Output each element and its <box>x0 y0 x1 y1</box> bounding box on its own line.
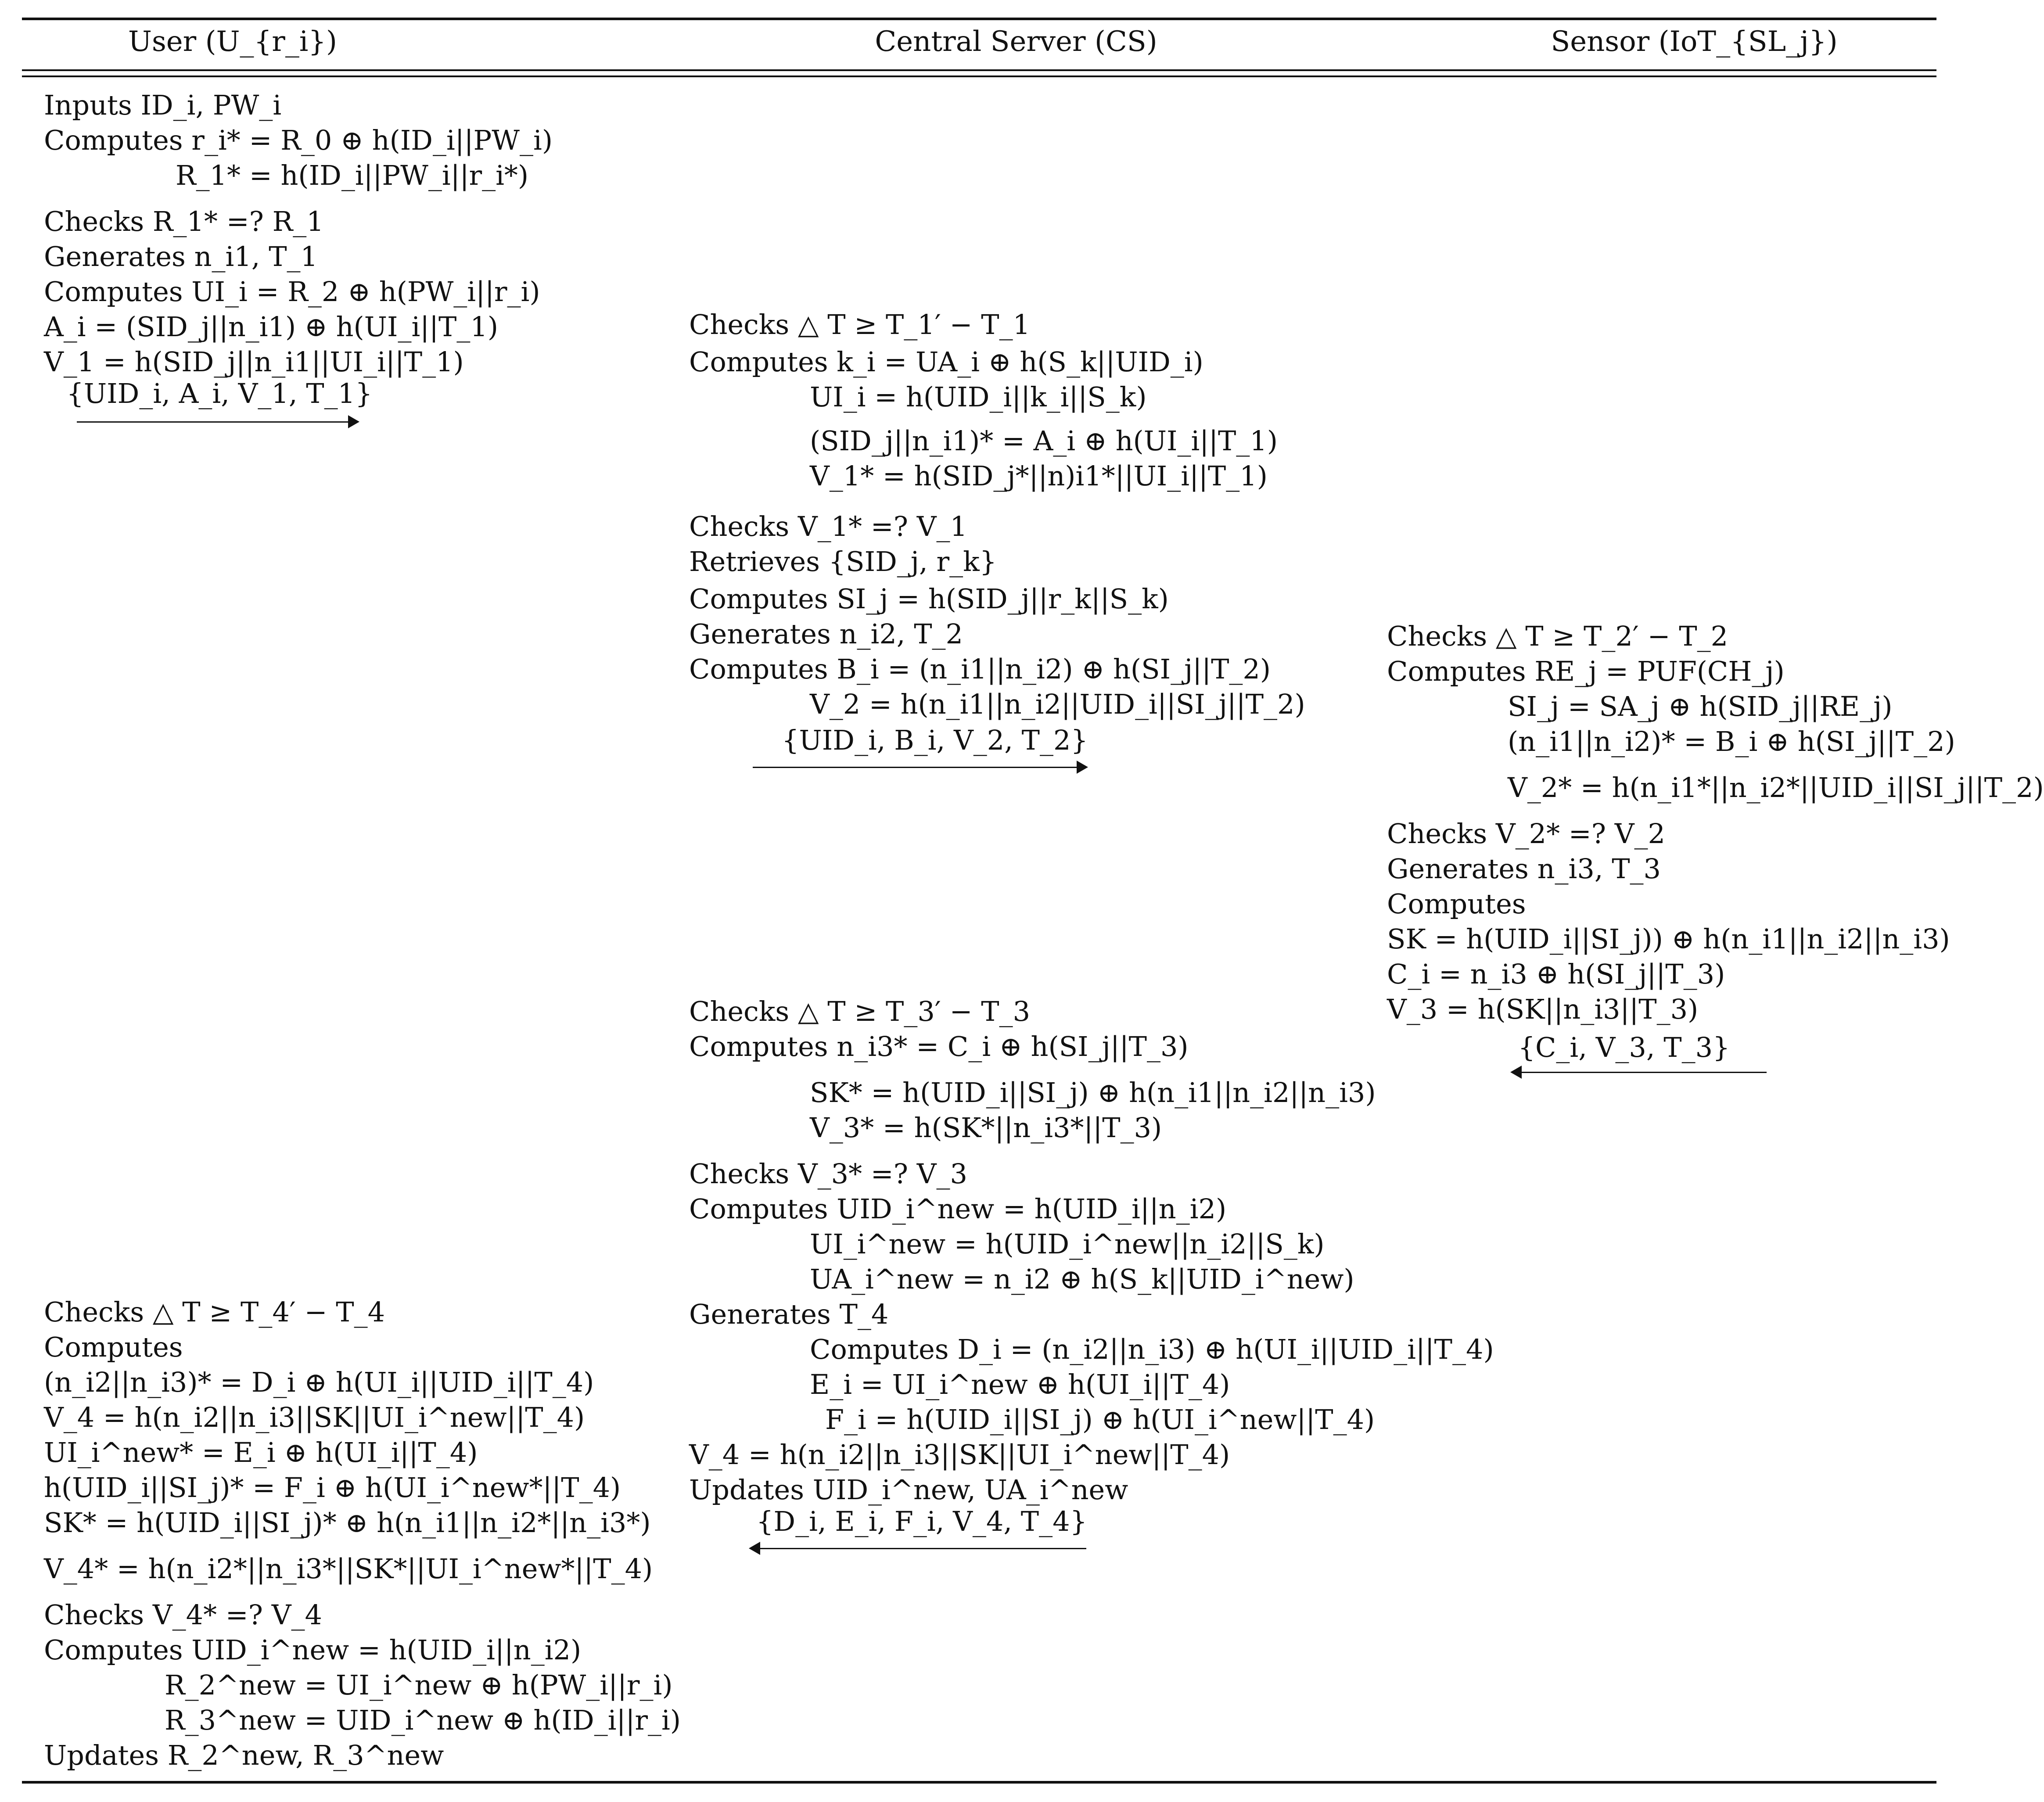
message-1-label: {UID_i, A_i, V_1, T_1} <box>66 377 373 409</box>
user-block2-line: Checks V_4* =? V_4 <box>44 1599 322 1631</box>
server-block2-line: Generates T_4 <box>689 1298 889 1330</box>
message-2-label: {UID_i, B_i, V_2, T_2} <box>782 724 1088 756</box>
user-block1-line: Computes r_i* = R_0 ⊕ h(ID_i||PW_i) <box>44 124 553 156</box>
user-block2-line: V_4 = h(n_i2||n_i3||SK||UI_i^new||T_4) <box>44 1401 585 1433</box>
user-block2-line: R_2^new = UI_i^new ⊕ h(PW_i||r_i) <box>165 1669 673 1701</box>
user-block2-line: Checks △ T ≥ T_4′ − T_4 <box>44 1296 385 1328</box>
sensor-block-line: Generates n_i3, T_3 <box>1387 853 1661 885</box>
arrow-server-to-sensor <box>753 761 1088 774</box>
user-block1-line: R_1* = h(ID_i||PW_i||r_i*) <box>176 159 529 191</box>
header-sensor: Sensor (IoT_{SL_j}) <box>1551 25 1838 58</box>
header-user: User (U_{r_i}) <box>128 25 337 58</box>
server-block1-line: UI_i = h(UID_i||k_i||S_k) <box>810 381 1147 413</box>
sensor-block-line: Checks △ T ≥ T_2′ − T_2 <box>1387 620 1728 652</box>
sensor-block-line: C_i = n_i3 ⊕ h(SI_j||T_3) <box>1387 958 1725 990</box>
user-block1-line: Checks R_1* =? R_1 <box>44 205 324 237</box>
user-block1-line: V_1 = h(SID_j||n_i1||UI_i||T_1) <box>44 346 464 378</box>
user-block2-line: SK* = h(UID_i||SI_j)* ⊕ h(n_i1||n_i2*||n… <box>44 1507 651 1539</box>
message-3-label: {C_i, V_3, T_3} <box>1518 1031 1730 1063</box>
header-rule-1 <box>22 69 1936 71</box>
server-block1-line: Computes B_i = (n_i1||n_i2) ⊕ h(SI_j||T_… <box>689 653 1271 685</box>
sensor-block-line: (n_i1||n_i2)* = B_i ⊕ h(SI_j||T_2) <box>1508 725 1955 757</box>
user-block2-line: UI_i^new* = E_i ⊕ h(UI_i||T_4) <box>44 1436 478 1468</box>
user-block1-line: Computes UI_i = R_2 ⊕ h(PW_i||r_i) <box>44 276 540 308</box>
server-block2-line: Computes n_i3* = C_i ⊕ h(SI_j||T_3) <box>689 1030 1189 1063</box>
user-block2-line: R_3^new = UID_i^new ⊕ h(ID_i||r_i) <box>165 1704 681 1736</box>
sensor-block-line: V_2* = h(n_i1*||n_i2*||UID_i||SI_j||T_2) <box>1508 772 2044 804</box>
header-rule-2 <box>22 75 1936 77</box>
user-block2-line: (n_i2||n_i3)* = D_i ⊕ h(UI_i||UID_i||T_4… <box>44 1366 594 1398</box>
server-block2-line: Updates UID_i^new, UA_i^new <box>689 1474 1128 1506</box>
server-block1-line: Checks V_1* =? V_1 <box>689 510 967 542</box>
server-block1-line: Computes SI_j = h(SID_j||r_k||S_k) <box>689 583 1169 615</box>
server-block2-line: E_i = UI_i^new ⊕ h(UI_i||T_4) <box>810 1368 1230 1400</box>
server-block1-line: Checks △ T ≥ T_1′ − T_1 <box>689 309 1031 341</box>
server-block1-line: Computes k_i = UA_i ⊕ h(S_k||UID_i) <box>689 346 1203 378</box>
user-block1-line: Generates n_i1, T_1 <box>44 241 318 273</box>
server-block2-line: UI_i^new = h(UID_i^new||n_i2||S_k) <box>810 1228 1325 1260</box>
server-block2-line: UA_i^new = n_i2 ⊕ h(S_k||UID_i^new) <box>810 1263 1354 1295</box>
server-block1-line: Generates n_i2, T_2 <box>689 618 963 650</box>
user-block1-line: A_i = (SID_j||n_i1) ⊕ h(UI_i||T_1) <box>44 311 499 343</box>
user-block2-line: Updates R_2^new, R_3^new <box>44 1739 444 1771</box>
server-block1-line: V_1* = h(SID_j*||n)i1*||UI_i||T_1) <box>810 460 1268 492</box>
sensor-block-line: V_3 = h(SK||n_i3||T_3) <box>1387 993 1699 1025</box>
top-rule <box>22 18 1936 20</box>
server-block2-line: Checks △ T ≥ T_3′ − T_3 <box>689 995 1031 1027</box>
user-block2-line: Computes UID_i^new = h(UID_i||n_i2) <box>44 1634 582 1666</box>
server-block2-line: SK* = h(UID_i||SI_j) ⊕ h(n_i1||n_i2||n_i… <box>810 1077 1376 1109</box>
server-block2-line: V_3* = h(SK*||n_i3*||T_3) <box>810 1112 1162 1144</box>
bottom-rule <box>22 1781 1936 1784</box>
sensor-block-line: Computes <box>1387 888 1526 920</box>
server-block2-line: Computes UID_i^new = h(UID_i||n_i2) <box>689 1193 1227 1225</box>
server-block1-line: Retrieves {SID_j, r_k} <box>689 546 997 578</box>
server-block2-line: F_i = h(UID_i||SI_j) ⊕ h(UI_i^new||T_4) <box>825 1404 1375 1436</box>
sensor-block-line: Computes RE_j = PUF(CH_j) <box>1387 655 1785 687</box>
arrow-server-to-user <box>749 1542 1086 1555</box>
user-block2-line: V_4* = h(n_i2*||n_i3*||SK*||UI_i^new*||T… <box>44 1553 653 1585</box>
arrow-user-to-server <box>77 415 359 428</box>
server-block2-line: Computes D_i = (n_i2||n_i3) ⊕ h(UI_i||UI… <box>810 1333 1494 1365</box>
server-block2-line: V_4 = h(n_i2||n_i3||SK||UI_i^new||T_4) <box>689 1439 1230 1471</box>
user-block2-line: h(UID_i||SI_j)* = F_i ⊕ h(UI_i^new*||T_4… <box>44 1472 621 1504</box>
server-block2-line: Checks V_3* =? V_3 <box>689 1158 967 1190</box>
server-block1-line: (SID_j||n_i1)* = A_i ⊕ h(UI_i||T_1) <box>810 425 1278 457</box>
arrow-sensor-to-server <box>1510 1066 1767 1079</box>
sensor-block-line: SK = h(UID_i||SI_j)) ⊕ h(n_i1||n_i2||n_i… <box>1387 923 1950 955</box>
sensor-block-line: SI_j = SA_j ⊕ h(SID_j||RE_j) <box>1508 690 1893 722</box>
user-block1-line: Inputs ID_i, PW_i <box>44 89 282 121</box>
header-server: Central Server (CS) <box>875 25 1157 58</box>
user-block2-line: Computes <box>44 1331 183 1363</box>
sensor-block-line: Checks V_2* =? V_2 <box>1387 818 1665 850</box>
message-4-label: {D_i, E_i, F_i, V_4, T_4} <box>756 1505 1088 1537</box>
server-block1-line: V_2 = h(n_i1||n_i2||UID_i||SI_j||T_2) <box>810 688 1305 720</box>
protocol-diagram: User (U_{r_i}) Central Server (CS) Senso… <box>22 18 2044 1784</box>
